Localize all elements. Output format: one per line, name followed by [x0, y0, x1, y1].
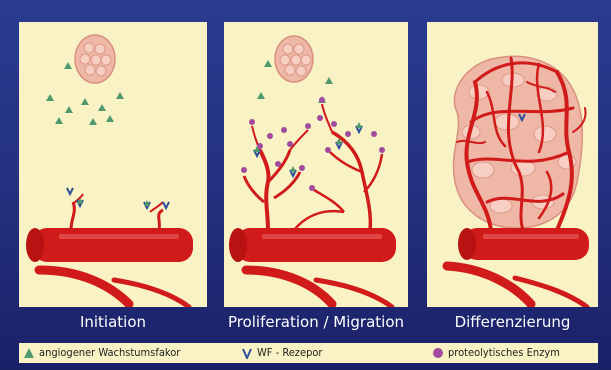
triangle-icon	[23, 347, 35, 359]
panel-proliferation	[224, 22, 408, 307]
initiation-illustration	[19, 22, 207, 307]
legend-item-growth-factor: angiogener Wachstumsfakor	[23, 346, 180, 359]
legend-label-enzyme: proteolytisches Enzym	[448, 346, 560, 359]
legend-label-receptor: WF - Rezepor	[257, 346, 323, 359]
legend: angiogener Wachstumsfakor WF - Rezepor p…	[19, 343, 598, 363]
tumor-cluster	[275, 36, 313, 82]
proliferation-illustration	[224, 22, 408, 307]
tumor-cluster	[75, 35, 115, 83]
blood-vessel	[447, 228, 589, 307]
blood-vessel	[26, 194, 193, 307]
caption-differentiation: Differenzierung	[427, 313, 598, 331]
blood-vessel	[229, 104, 396, 307]
caption-initiation: Initiation	[19, 313, 207, 331]
panel-differentiation	[427, 22, 598, 307]
legend-label-growth-factor: angiogener Wachstumsfakor	[39, 346, 180, 359]
legend-item-enzyme: proteolytisches Enzym	[432, 346, 560, 359]
circle-icon	[432, 347, 444, 359]
legend-item-receptor: WF - Rezepor	[241, 346, 323, 359]
bound-growth-factors	[77, 198, 150, 206]
receptors	[67, 188, 169, 208]
receptor-v-icon	[241, 347, 253, 359]
caption-proliferation-migration: Proliferation / Migration	[214, 313, 418, 331]
panel-initiation	[19, 22, 207, 307]
differentiation-illustration	[427, 22, 598, 307]
